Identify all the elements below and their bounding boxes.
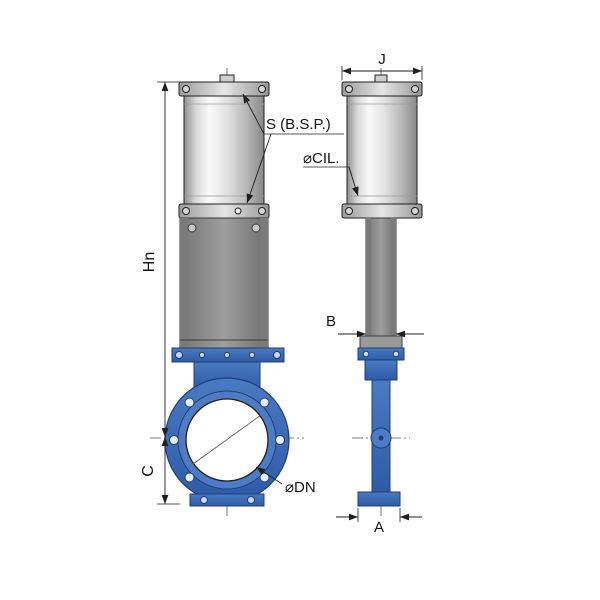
- dim-label-c: C: [140, 465, 157, 477]
- front-body: [164, 377, 290, 507]
- flange-bolt-hole: [184, 397, 195, 408]
- label-dn: ⌀DN: [285, 479, 316, 496]
- front-cylinder: [178, 74, 270, 219]
- yoke-bolt: [187, 223, 197, 233]
- bottom-flange: [189, 493, 265, 507]
- label-s-bsp: S (B.S.P.): [266, 116, 331, 133]
- s-bsp-leader-top: [242, 93, 265, 135]
- front-view: [164, 74, 290, 507]
- s-bsp-leader-bottom: [246, 133, 272, 204]
- side-gland-bolt: [392, 350, 400, 358]
- front-yoke: [179, 217, 269, 349]
- cylinder-bottom-cap: [178, 203, 270, 219]
- cylinder-top-cap: [178, 81, 270, 97]
- flange-bolt-hole: [275, 435, 285, 445]
- dim-label-hn: Hn: [141, 252, 158, 272]
- side-column: [359, 217, 403, 349]
- air-port-bottom: [234, 207, 242, 215]
- dim-label-b: B: [326, 313, 336, 330]
- column-base-flange: [359, 335, 403, 349]
- flange-bolt-hole: [169, 435, 179, 445]
- yoke-body: [179, 217, 269, 349]
- tie-rod-nut: [345, 207, 353, 215]
- tie-rod-nut: [411, 85, 419, 93]
- side-cylinder: [341, 74, 423, 219]
- side-foot: [357, 491, 401, 507]
- flange-bolt-hole: [259, 397, 270, 408]
- gland-bolt: [273, 351, 281, 359]
- bore: [185, 398, 269, 482]
- dn-leader: [255, 466, 283, 485]
- gland-nut: [198, 351, 206, 359]
- tie-rod-nut: [182, 85, 190, 93]
- dimension-labels: J S (B.S.P.) ⌀CIL. Hn B C ⌀DN A: [140, 51, 386, 536]
- gland-nut: [223, 351, 231, 359]
- gland-bolt: [175, 351, 183, 359]
- side-gland-bolt: [362, 350, 370, 358]
- dimensions: [157, 66, 424, 522]
- side-view: [341, 74, 423, 507]
- tie-rod-nut: [182, 207, 190, 215]
- bottom-bolt: [247, 496, 255, 504]
- side-boss-center: [378, 435, 384, 441]
- gland-nut: [248, 351, 256, 359]
- gate-edge-line: [192, 414, 262, 465]
- bottom-bolt: [200, 496, 208, 504]
- tie-rod-nut: [345, 85, 353, 93]
- side-gland-block: [364, 359, 398, 381]
- side-body: [357, 347, 405, 507]
- flange-bolt-hole: [184, 472, 195, 483]
- label-cil: ⌀CIL.: [303, 150, 340, 167]
- cylinder-barrel: [183, 95, 265, 205]
- cylinder-top-cap-side: [341, 81, 423, 97]
- tie-rod-nut: [411, 207, 419, 215]
- cil-leader: [348, 166, 359, 197]
- yoke-bolt: [251, 223, 261, 233]
- cylinder-barrel-side: [346, 95, 418, 205]
- tie-rod-nut: [258, 85, 266, 93]
- cylinder-bottom-cap-side: [341, 203, 423, 219]
- dim-label-a: A: [374, 519, 384, 536]
- tie-rod-nut: [258, 207, 266, 215]
- dim-label-j: J: [378, 51, 386, 68]
